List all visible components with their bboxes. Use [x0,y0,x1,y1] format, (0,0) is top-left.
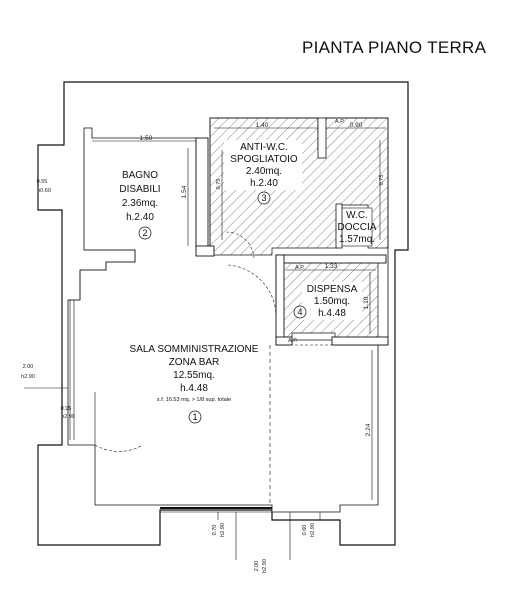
dim-wc-width: 0.90 [350,122,363,129]
antiwc-height: h.2.40 [250,178,278,189]
ap-label-2: A.P. [295,265,305,271]
dim-bagno-depth: 1.54 [181,185,188,198]
sala-name1: SALA SOMMINISTRAZIONE [130,344,259,355]
dim-bot3-w: 2.00 [254,561,260,572]
dim-dispensa-width: 1.33 [325,263,338,270]
dim-antiwc-width: 1.40 [256,122,269,129]
dispensa-number: 4 [297,307,302,317]
dim-bot2-h: h2.90 [310,523,316,537]
dim-bot1-h: h2.90 [220,523,226,537]
door-swings [94,231,332,505]
bottom-openings [217,512,321,560]
sala-area: 12.55mq. [173,370,215,381]
dimension-lines [24,127,386,500]
dim-win3-h: h2.90 [61,414,75,420]
ap-label-1: A.P. [335,119,345,125]
ap-label-3: A.P. [288,338,298,344]
antiwc-label: ANTI-W.C. SPOGLIATOIO 2.40mq. h.2.40 3 [224,140,302,205]
sala-number-circle [188,410,202,424]
dimension-texts: 1.50 1.54 1.40 0.90 0.75 0.75 1.33 1.10 … [21,119,385,573]
dim-win2-w: 2.00 [23,364,34,370]
dim-win2-h: h2.90 [21,374,35,380]
bagno-name1: BAGNO [122,170,158,181]
dispensa-number-circle [293,305,307,319]
wc-name2: DOCCIA [338,222,377,233]
antiwc-number: 3 [261,193,266,203]
dim-sala-right: 2.24 [365,423,372,436]
wc-label: W.C. DOCCIA 1.57mq. [338,210,377,245]
sala-label: SALA SOMMINISTRAZIONE ZONA BAR 12.55mq. … [130,344,259,424]
antiwc-name1: ANTI-W.C. [240,142,288,153]
dispensa-height: h.4.48 [318,308,346,319]
bagno-name2: DISABILI [119,184,160,195]
antiwc-area: 2.40mq. [246,166,282,177]
dispensa-label: DISPENSA 1.50mq. h.4.48 4 [293,282,362,320]
dim-bot3-h: h2.90 [262,559,268,573]
dispensa-name1: DISPENSA [307,284,358,295]
antiwc-name2: SPOGLIATOIO [230,154,298,165]
dim-bot2-w: 0.60 [302,525,308,536]
wc-area: 1.57mq. [339,234,375,245]
dim-win3-w: 0.95 [61,406,72,412]
bagno-label: BAGNO DISABILI 2.36mq. h.2.40 2 [119,170,161,240]
bagno-area: 2.36mq. [122,198,158,209]
dim-wc-side: 0.75 [379,175,385,186]
dim-antiwc-door: 0.75 [216,179,222,190]
bagno-height: h.2.40 [126,212,154,223]
sala-height: h.4.48 [180,383,208,394]
dim-win1-h: h0.60 [37,188,51,194]
bagno-number: 2 [142,228,147,238]
sala-name2: ZONA BAR [169,357,220,368]
sala-number: 1 [192,412,197,422]
page-title: PIANTA PIANO TERRA [302,38,487,57]
dim-bot1-w: 0.70 [212,525,218,536]
bagno-number-circle [138,226,152,240]
dim-bagno-width: 1.50 [140,135,153,142]
partitions [68,117,389,513]
antiwc-number-circle [257,191,271,205]
sala-note: s.f. 16.53 mq. > 1/8 sup. totale [157,397,231,403]
dim-dispensa-depth: 1.10 [363,296,370,309]
wc-name1: W.C. [346,210,368,221]
dim-win1-w: 0.55 [37,179,48,185]
dispensa-area: 1.50mq. [314,296,350,307]
